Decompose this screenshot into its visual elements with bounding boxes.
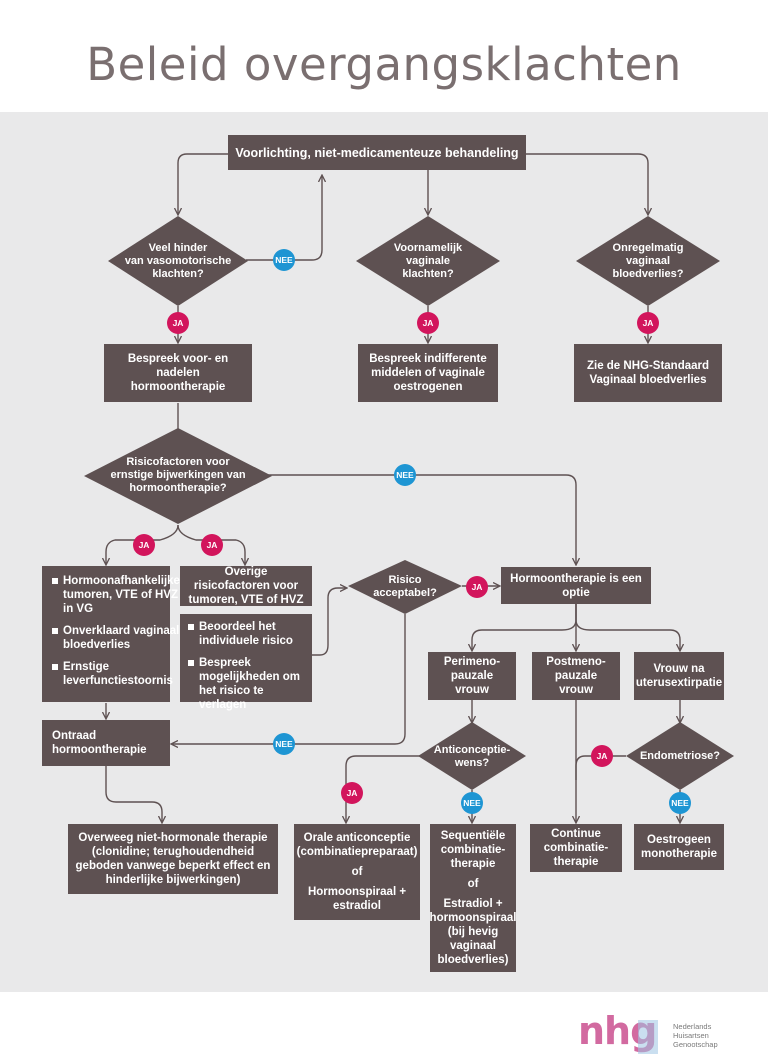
logo-line: Genootschap	[673, 1040, 718, 1049]
badge-ja: JA	[133, 534, 155, 556]
line-ht-vrouw	[575, 604, 680, 650]
label-line: Onregelmatig	[612, 241, 684, 254]
label-line: Risicofactoren voor	[126, 455, 230, 468]
page-title: Beleid overgangsklachten	[86, 38, 682, 91]
box-vrouw-na-uterusextirpatie: Vrouw na uterusextirpatie	[634, 652, 724, 700]
box-hormoontherapie-optie: Hormoontherapie is een optie	[501, 567, 651, 604]
orale-option-2: Hormoonspiraal + estradiol	[307, 886, 407, 912]
badge-ja: JA	[466, 576, 488, 598]
label-line: klachten?	[402, 267, 454, 280]
badge-ja: JA	[201, 534, 223, 556]
diamond-label-anticonceptie: Anticonceptie- wens?	[426, 742, 518, 772]
diamond-anticonceptie	[418, 722, 526, 790]
label-line: Anticonceptie-	[433, 744, 511, 756]
label-line: wens?	[454, 757, 490, 769]
line-ja-left	[106, 524, 179, 564]
nhg-logo-text: Nederlands Huisartsen Genootschap	[673, 1022, 718, 1049]
label-line: acceptabel?	[373, 587, 437, 599]
sequentiele-of: of	[467, 878, 479, 890]
badge-ja: JA	[341, 782, 363, 804]
nhg-logo: nhg	[578, 1012, 658, 1054]
line-ontraad-overweeg	[105, 766, 162, 822]
diamond-endometriose	[626, 722, 734, 790]
box-perimenopauzale: Perimeno- pauzale vrouw	[428, 652, 516, 700]
orale-of: of	[351, 866, 363, 878]
line-antic-ja	[346, 755, 420, 822]
box-continue-combinatie: Continue combinatie- therapie	[530, 824, 622, 872]
list-item: Bespreek mogelijkheden om het risico te …	[188, 656, 304, 712]
label-line: vaginale	[405, 254, 451, 267]
sequentiele-option-2: Estradiol + hormoonspiraal (bij hevig va…	[429, 898, 517, 966]
box-zie-nhg-standaard: Zie de NHG-Standaard Vaginaal bloedverli…	[574, 344, 722, 402]
badge-ja: JA	[591, 745, 613, 767]
line-risico-nee	[268, 474, 576, 564]
logo-line: Nederlands	[673, 1022, 712, 1031]
line-ht-peri	[472, 604, 577, 650]
list-item: Hormoonafhankelijke tumoren, VTE of HVZ …	[52, 574, 180, 616]
box-beoordeel-list: Beoordeel het individuele risico Bespree…	[180, 614, 312, 711]
diamond-label-voornamelijk: Voornamelijk vaginale klachten?	[368, 236, 488, 286]
label-line: hormoontherapie?	[129, 481, 227, 494]
line-nee-back	[246, 176, 322, 261]
line-top-right	[526, 153, 648, 214]
box-oestrogeen-monotherapie: Oestrogeen monotherapie	[634, 824, 724, 870]
logo-line: Huisartsen	[673, 1031, 709, 1040]
box-sequentiele: Sequentiële combinatie- therapie of Estr…	[430, 824, 516, 972]
diamond-onregelmatig	[576, 216, 720, 306]
diamond-voornamelijk	[356, 216, 500, 306]
box-voorlichting: Voorlichting, niet-medicamenteuze behand…	[228, 135, 526, 170]
line-risico-nee-down	[172, 614, 406, 744]
diamond-risicofactoren	[84, 428, 272, 524]
badge-ja: JA	[167, 312, 189, 334]
label-line: Voornamelijk	[393, 241, 463, 254]
label-line: van vasomotorische	[124, 254, 232, 267]
badge-ja: JA	[417, 312, 439, 334]
label-line: Veel hinder	[148, 241, 208, 254]
box-bespreek-indifferente: Bespreek indifferente middelen of vagina…	[358, 344, 498, 402]
diamond-risico-acceptabel	[348, 560, 462, 614]
badge-ja: JA	[637, 312, 659, 334]
label-line: ernstige bijwerkingen van	[110, 468, 246, 481]
badge-nee: NEE	[394, 464, 416, 486]
box-orale-anticonceptie: Orale anticonceptie (combinatiepreparaat…	[294, 824, 420, 920]
diamond-label-risicofactoren: Risicofactoren voor ernstige bijwerkinge…	[94, 453, 262, 497]
box-overweeg-niet-hormonaal: Overweeg niet-hormonale therapie (clonid…	[68, 824, 278, 894]
box-overige-risicofactoren: Overige risicofactoren voor tumoren, VTE…	[180, 566, 312, 606]
line-ja-right	[177, 524, 245, 564]
label-line: Risico	[388, 574, 422, 586]
box-postmenopauzale: Postmeno- pauzale vrouw	[532, 652, 620, 700]
list-item: Onverklaard vaginaal bloedverlies	[52, 624, 180, 652]
line-top-left	[178, 153, 228, 214]
diamond-veel-hinder	[108, 216, 248, 306]
list-item: Ernstige leverfunctiestoornis	[52, 660, 180, 688]
badge-nee: NEE	[461, 792, 483, 814]
diamond-label-veel-hinder: Veel hinder van vasomotorische klachten?	[108, 236, 248, 286]
box-bespreek-voor-nadelen: Bespreek voor- en nadelen hormoontherapi…	[104, 344, 252, 402]
label-line: bloedverlies?	[612, 267, 684, 280]
label-line: klachten?	[152, 267, 204, 280]
list-item: Beoordeel het individuele risico	[188, 620, 304, 648]
box-contraindicaties-list: Hormoonafhankelijke tumoren, VTE of HVZ …	[42, 566, 180, 702]
diamond-label-onregelmatig: Onregelmatig vaginaal bloedverlies?	[588, 236, 708, 286]
line-endo-ja	[575, 755, 626, 780]
badge-nee: NEE	[273, 733, 295, 755]
badge-nee: NEE	[669, 792, 691, 814]
badge-nee: NEE	[273, 249, 295, 271]
diamond-label-endometriose: Endometriose?	[639, 749, 721, 762]
line-beoordeel-risico	[312, 588, 346, 656]
box-ontraad: Ontraad hormoontherapie	[42, 720, 170, 766]
sequentiele-option-1: Sequentiële combinatie- therapie	[440, 830, 506, 870]
orale-option-1: Orale anticonceptie (combinatiepreparaat…	[296, 832, 418, 858]
label-line: vaginaal	[625, 254, 671, 267]
diamond-label-risico-acceptabel: Risico acceptabel?	[355, 572, 455, 602]
